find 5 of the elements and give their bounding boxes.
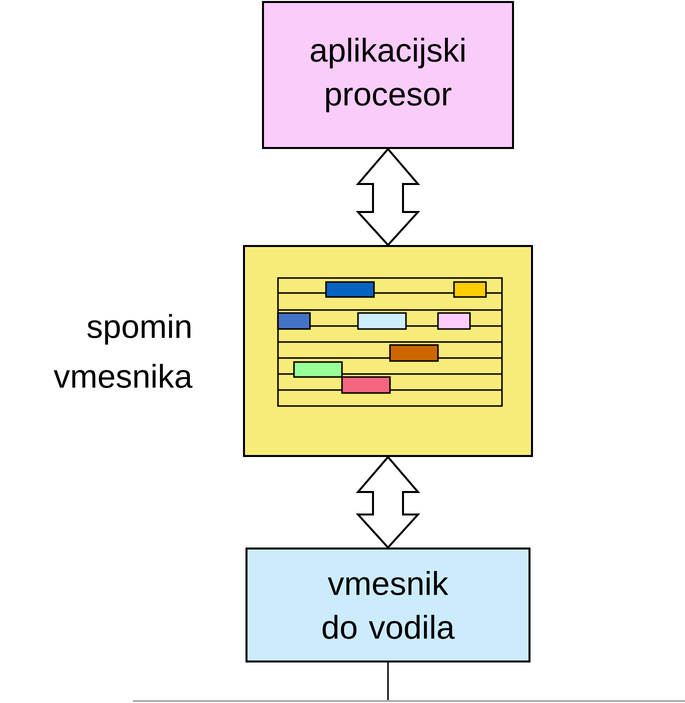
process-box: aplikacijski procesor — [262, 1, 514, 149]
interface-box: vmesnik do vodila — [246, 548, 530, 662]
bus-line — [133, 700, 685, 702]
connector-line — [387, 662, 389, 700]
side-label: spomin vmesnika — [54, 314, 192, 388]
